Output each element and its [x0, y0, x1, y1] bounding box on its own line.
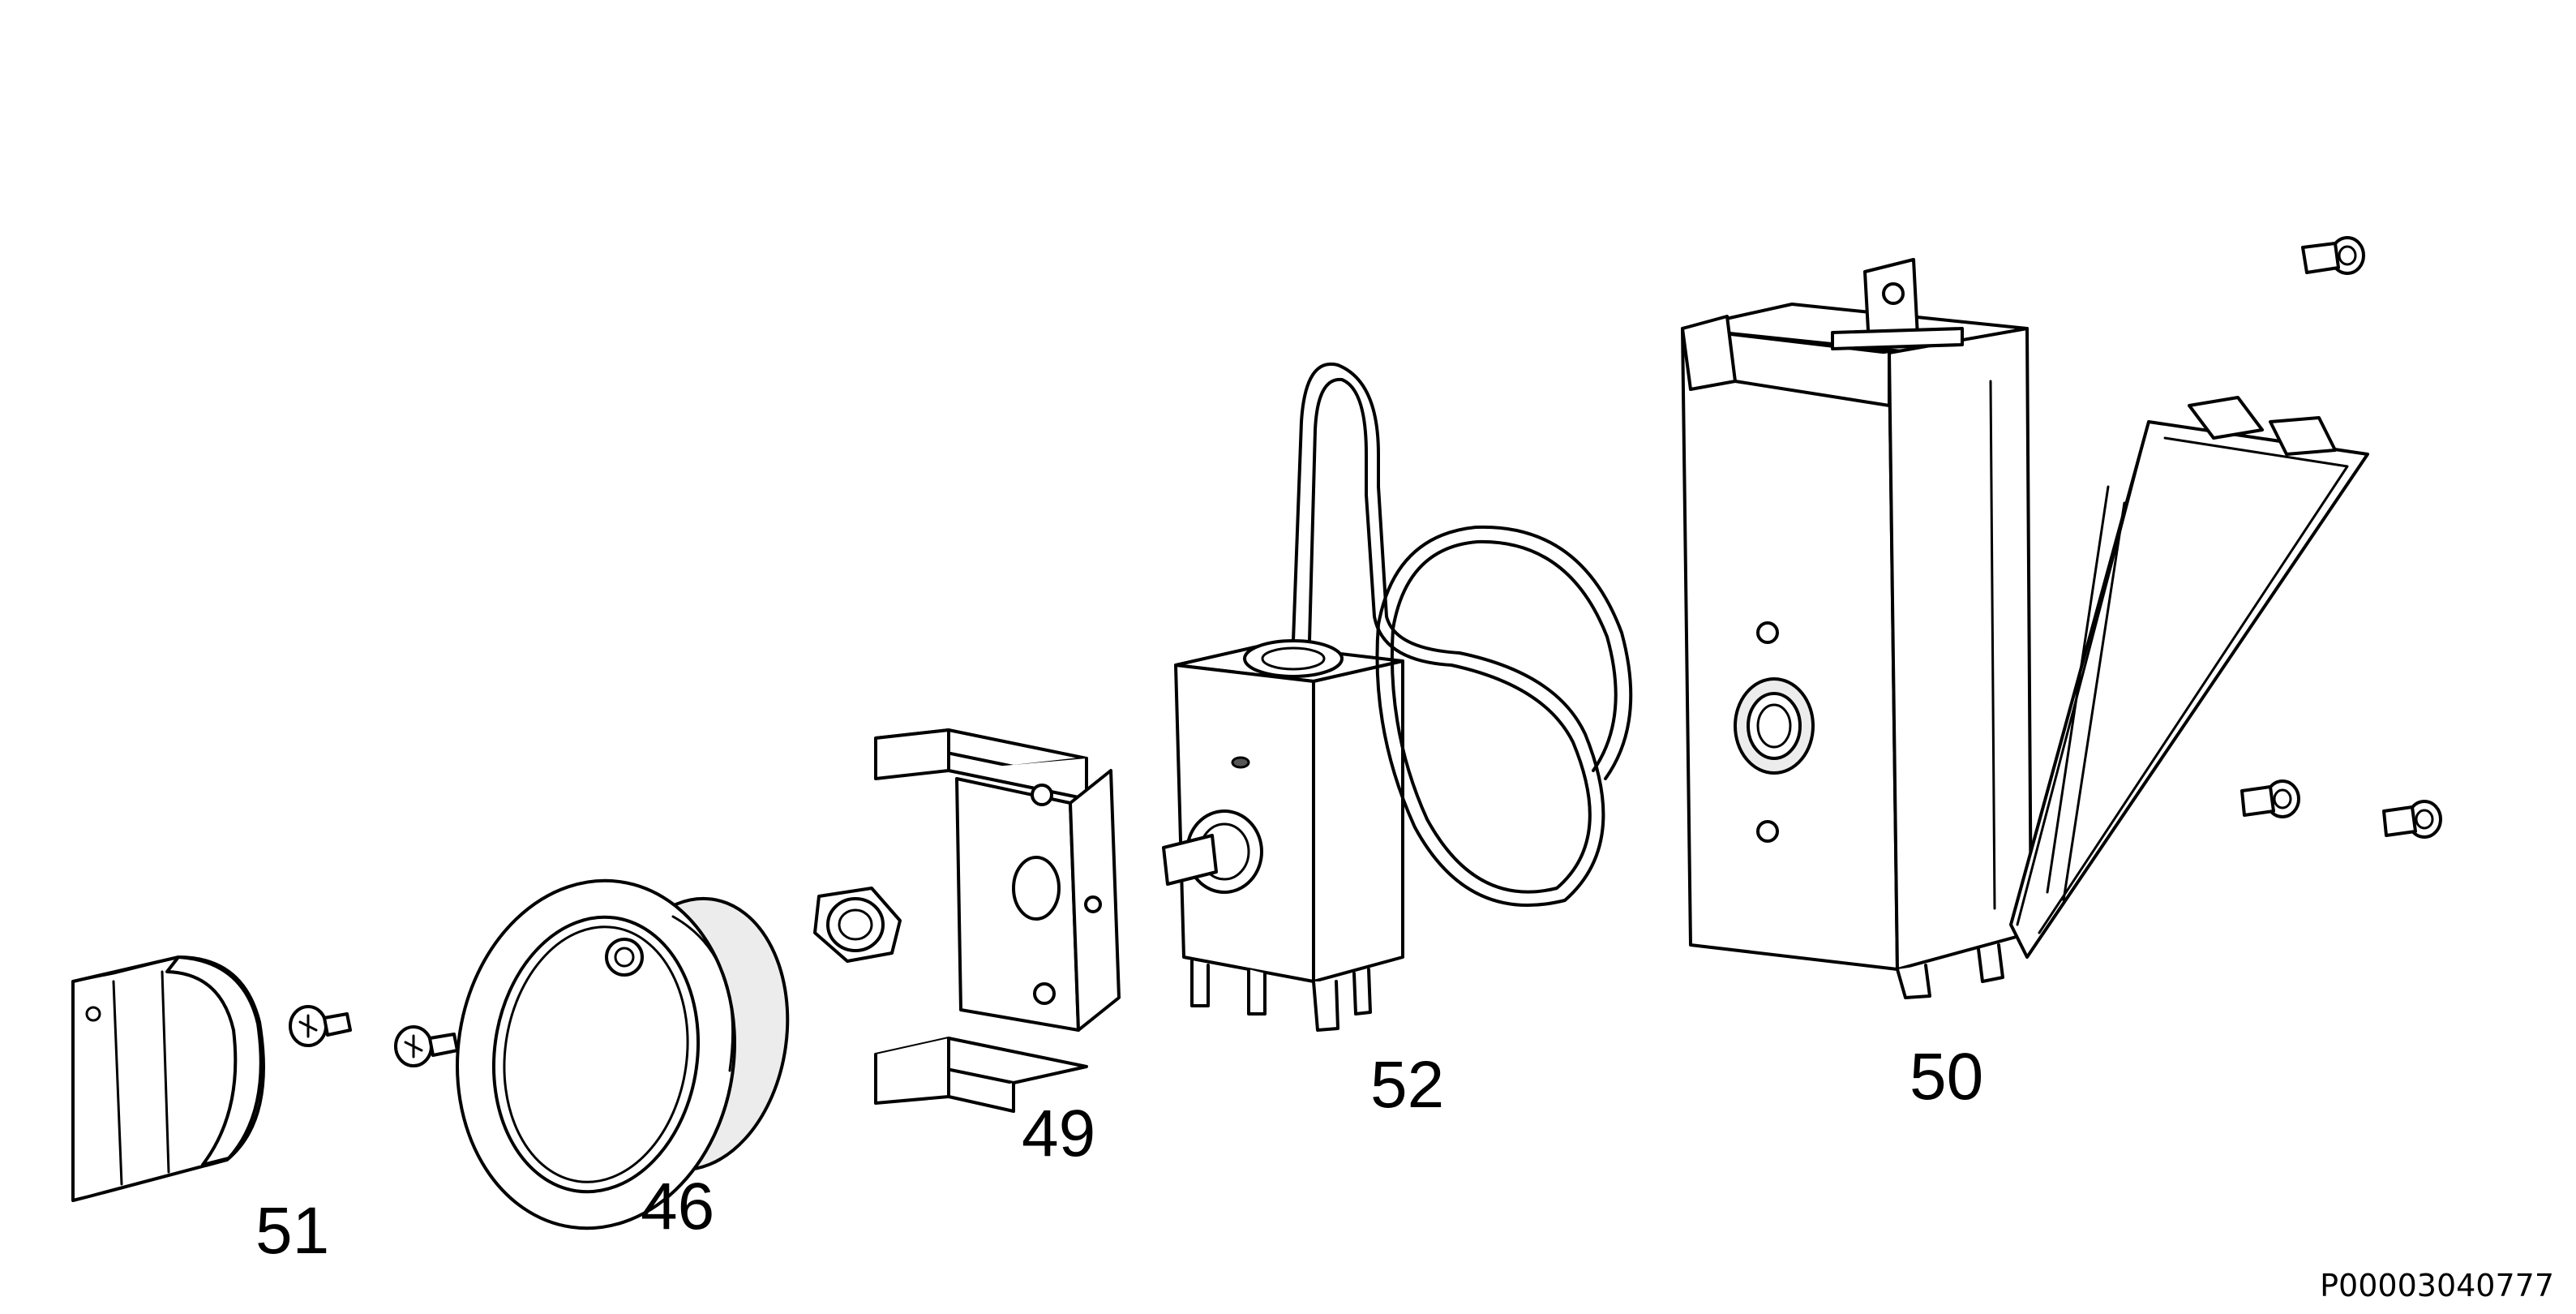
part-label-49: 49 — [1022, 1097, 1095, 1170]
part-50-housing — [1681, 258, 2033, 999]
screw-icon — [2382, 800, 2442, 839]
part-label-50: 50 — [1909, 1040, 1983, 1114]
part-49-bracket — [874, 728, 1121, 1113]
part-label-46: 46 — [641, 1170, 714, 1243]
part-46-bezel-ring — [456, 878, 790, 1230]
hex-nut-icon — [813, 887, 902, 963]
screw-icon — [2301, 236, 2365, 275]
part-label-52: 52 — [1370, 1048, 1444, 1122]
part-label-51: 51 — [255, 1194, 329, 1268]
screw-icon — [289, 1005, 352, 1047]
screw-icon — [394, 1025, 459, 1067]
screw-icon — [2240, 779, 2300, 818]
part-52-thermostat — [1162, 362, 1633, 1032]
reference-code: P00003040777 — [2320, 1268, 2554, 1303]
housing-lid — [2009, 396, 2369, 959]
part-51-knob — [71, 955, 265, 1202]
